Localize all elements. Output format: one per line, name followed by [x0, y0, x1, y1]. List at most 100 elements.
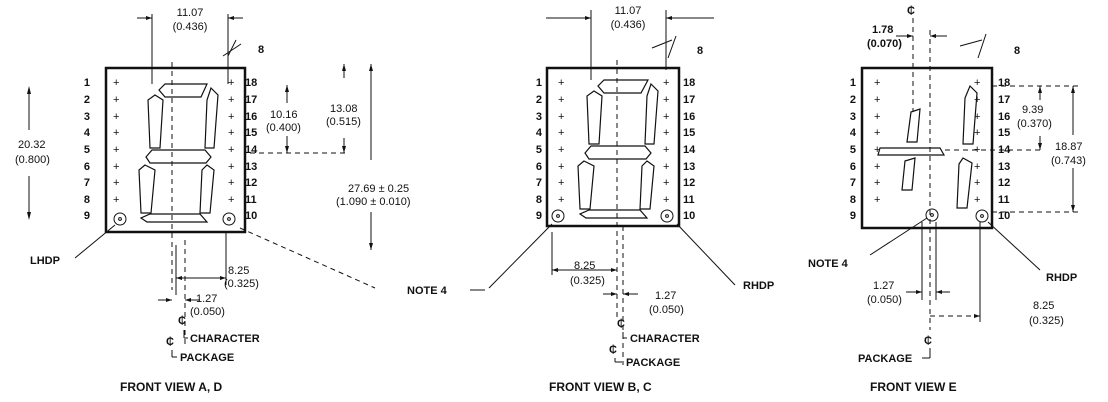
pin-label: 5	[850, 144, 856, 156]
pin-labels-right: 18 17 16 15 14 13 12 11 10	[683, 77, 696, 222]
package-centerline-label: PACKAGE	[180, 352, 234, 364]
svg-text:+: +	[663, 94, 669, 106]
svg-text:+: +	[113, 177, 119, 189]
svg-text:+: +	[974, 111, 980, 123]
svg-text:+: +	[228, 77, 234, 89]
svg-text:+: +	[874, 144, 880, 156]
svg-text:+: +	[113, 161, 119, 173]
pin-label: 3	[84, 111, 90, 123]
decimal-point-right	[660, 209, 674, 223]
pin-label: 8	[850, 194, 856, 206]
pin-label: 7	[84, 177, 90, 189]
view-title: FRONT VIEW E	[870, 380, 957, 394]
dimension-label: (0.050)	[649, 304, 684, 316]
pin-labels-left: 1 2 3 4 5 6 7 8 9	[536, 77, 543, 222]
dimension-label: 1.27	[873, 280, 894, 292]
decimal-point-right	[975, 209, 989, 223]
pin-label: 11	[998, 194, 1010, 206]
svg-text:+: +	[558, 111, 564, 123]
pin-label: 5	[84, 144, 90, 156]
pin-labels-right: 18 17 16 15 14 13 12 11 10	[998, 77, 1011, 222]
svg-text:+: +	[663, 127, 669, 139]
pin-marks: +++ +++ ++ +++ +++ ++	[874, 77, 980, 206]
dimension-label: (0.515)	[326, 116, 361, 128]
dimension-label: 11.07	[615, 5, 642, 17]
pin-label: 8	[536, 194, 542, 206]
dimension-label: 8.25	[1033, 300, 1054, 312]
pin-label: 10	[998, 210, 1010, 222]
decimal-point-right	[222, 212, 236, 226]
pin-label: 4	[84, 127, 91, 139]
dimension-label: (0.070)	[867, 38, 902, 50]
dimension-label: (0.325)	[1029, 315, 1064, 327]
pin-label: 17	[998, 94, 1010, 106]
pin-label: 14	[683, 144, 696, 156]
dimension-label: 9.39	[1022, 104, 1043, 116]
pin-label: 16	[245, 111, 257, 123]
dimension-label: (0.743)	[1051, 155, 1086, 167]
dimension-label: (0.800)	[15, 154, 50, 166]
pin-labels-right: 18 17 16 15 14 13 12 11 10	[245, 77, 258, 222]
pin-label: 6	[536, 161, 542, 173]
svg-text:+: +	[228, 144, 234, 156]
svg-text:+: +	[558, 144, 564, 156]
svg-text:+: +	[974, 77, 980, 89]
dimension-label: (0.436)	[173, 21, 208, 33]
svg-text:+: +	[228, 161, 234, 173]
dimension-label: (0.370)	[1017, 118, 1052, 130]
svg-text:+: +	[974, 177, 980, 189]
pin-label: 10	[245, 210, 257, 222]
center-decimal-point	[925, 208, 939, 222]
svg-text:+: +	[663, 144, 669, 156]
package-outline	[545, 66, 681, 228]
pin-label: 16	[998, 111, 1010, 123]
seven-segment-digit	[577, 79, 659, 219]
svg-text:+: +	[558, 194, 564, 206]
centerline-symbol: ₵	[166, 336, 174, 348]
pin-marks: +++ +++ ++ +++ +++ ++	[113, 77, 234, 206]
svg-text:+: +	[228, 94, 234, 106]
svg-text:+: +	[228, 111, 234, 123]
centerline-symbol: ₵	[924, 335, 932, 347]
dimension-label: 20.32	[18, 139, 46, 151]
pin-label: 18	[998, 77, 1010, 89]
pin-label: 7	[536, 177, 542, 189]
dimension-label: 1.27	[655, 290, 676, 302]
pin-label: 1	[84, 77, 90, 89]
pin-label: 15	[683, 127, 695, 139]
svg-text:+: +	[228, 127, 234, 139]
pin-label: 12	[998, 177, 1010, 189]
character-centerline-label: CHARACTER	[630, 333, 700, 345]
dimension-label: 11.07	[177, 7, 204, 19]
pin-label: 1	[850, 77, 856, 89]
svg-text:+: +	[113, 127, 119, 139]
pin-label: 18	[245, 77, 257, 89]
pin-label: 4	[850, 127, 857, 139]
pin-label: 16	[683, 111, 695, 123]
centerline-symbol: ₵	[178, 315, 186, 327]
dimension-label: 10.16	[270, 109, 298, 121]
svg-text:+: +	[874, 77, 880, 89]
svg-text:+: +	[558, 161, 564, 173]
dimension-label: 27.69 ± 0.25	[348, 183, 409, 195]
pin-labels-left: 1 2 3 4 5 6 7 8 9	[84, 77, 91, 222]
dimension-label: (0.325)	[224, 278, 259, 290]
svg-text:+: +	[874, 127, 880, 139]
pin-label: 9	[84, 210, 90, 222]
dimension-label: (0.325)	[570, 275, 605, 287]
package-centerline-label: PACKAGE	[626, 357, 680, 369]
pin-label: 3	[850, 111, 856, 123]
pin-label: 2	[536, 94, 542, 106]
pin-label: 6	[850, 161, 856, 173]
front-view-e: 1 2 3 4 5 6 7 8 9 18 17 16 15 14 13 12 1…	[808, 5, 1086, 394]
svg-text:+: +	[113, 94, 119, 106]
centerline-symbol: ₵	[907, 5, 915, 17]
pin-label: 3	[536, 111, 542, 123]
slant-label: 8	[697, 45, 703, 57]
pin-label: 14	[998, 144, 1011, 156]
pin-label: 1	[536, 77, 542, 89]
pin-label: 5	[536, 144, 542, 156]
svg-text:+: +	[663, 194, 669, 206]
svg-text:+: +	[113, 111, 119, 123]
